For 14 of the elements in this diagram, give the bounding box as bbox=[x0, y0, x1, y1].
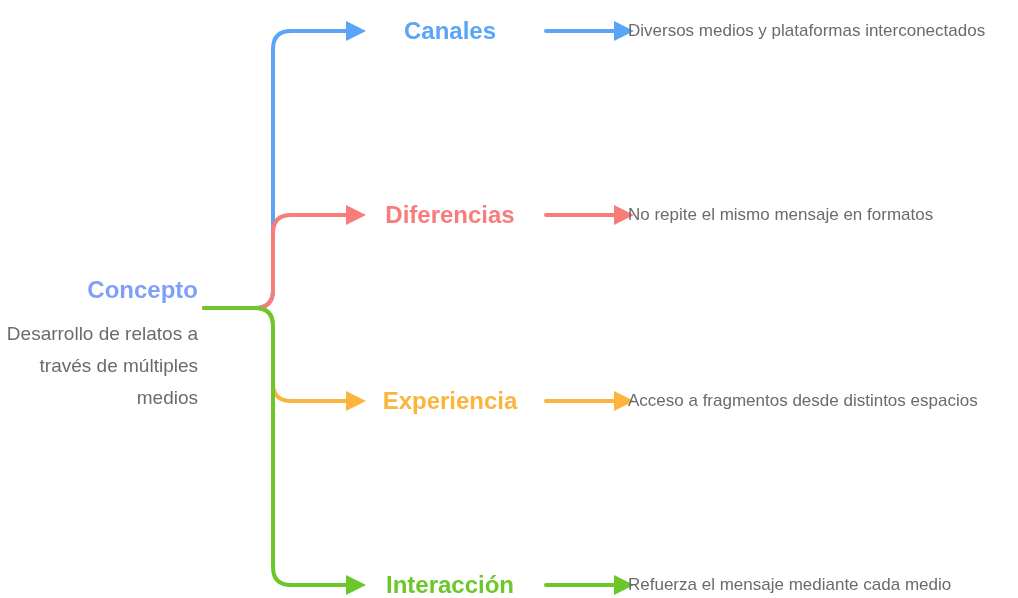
arrow bbox=[544, 205, 634, 225]
branch-title: Diferencias bbox=[385, 200, 515, 230]
description-text: Refuerza el mensaje mediante cada medio bbox=[628, 574, 952, 597]
branch-title: Canales bbox=[403, 16, 497, 46]
description-text: No repite el mismo mensaje en formatos bbox=[628, 204, 934, 227]
description-text: Diversos medios y plataformas interconectados bbox=[628, 20, 986, 43]
branch-title: Interacción bbox=[385, 570, 514, 598]
arrow bbox=[544, 391, 634, 411]
concept-description: Desarrollo de relatos a través de múltiples medios bbox=[5, 322, 198, 410]
description-text: Acceso a fragmentos desde distintos espacios bbox=[628, 390, 978, 413]
arrow bbox=[202, 306, 366, 595]
arrow bbox=[544, 21, 634, 41]
concept-title: Concepto bbox=[87, 275, 198, 305]
branch-title: Experiencia bbox=[382, 386, 518, 416]
